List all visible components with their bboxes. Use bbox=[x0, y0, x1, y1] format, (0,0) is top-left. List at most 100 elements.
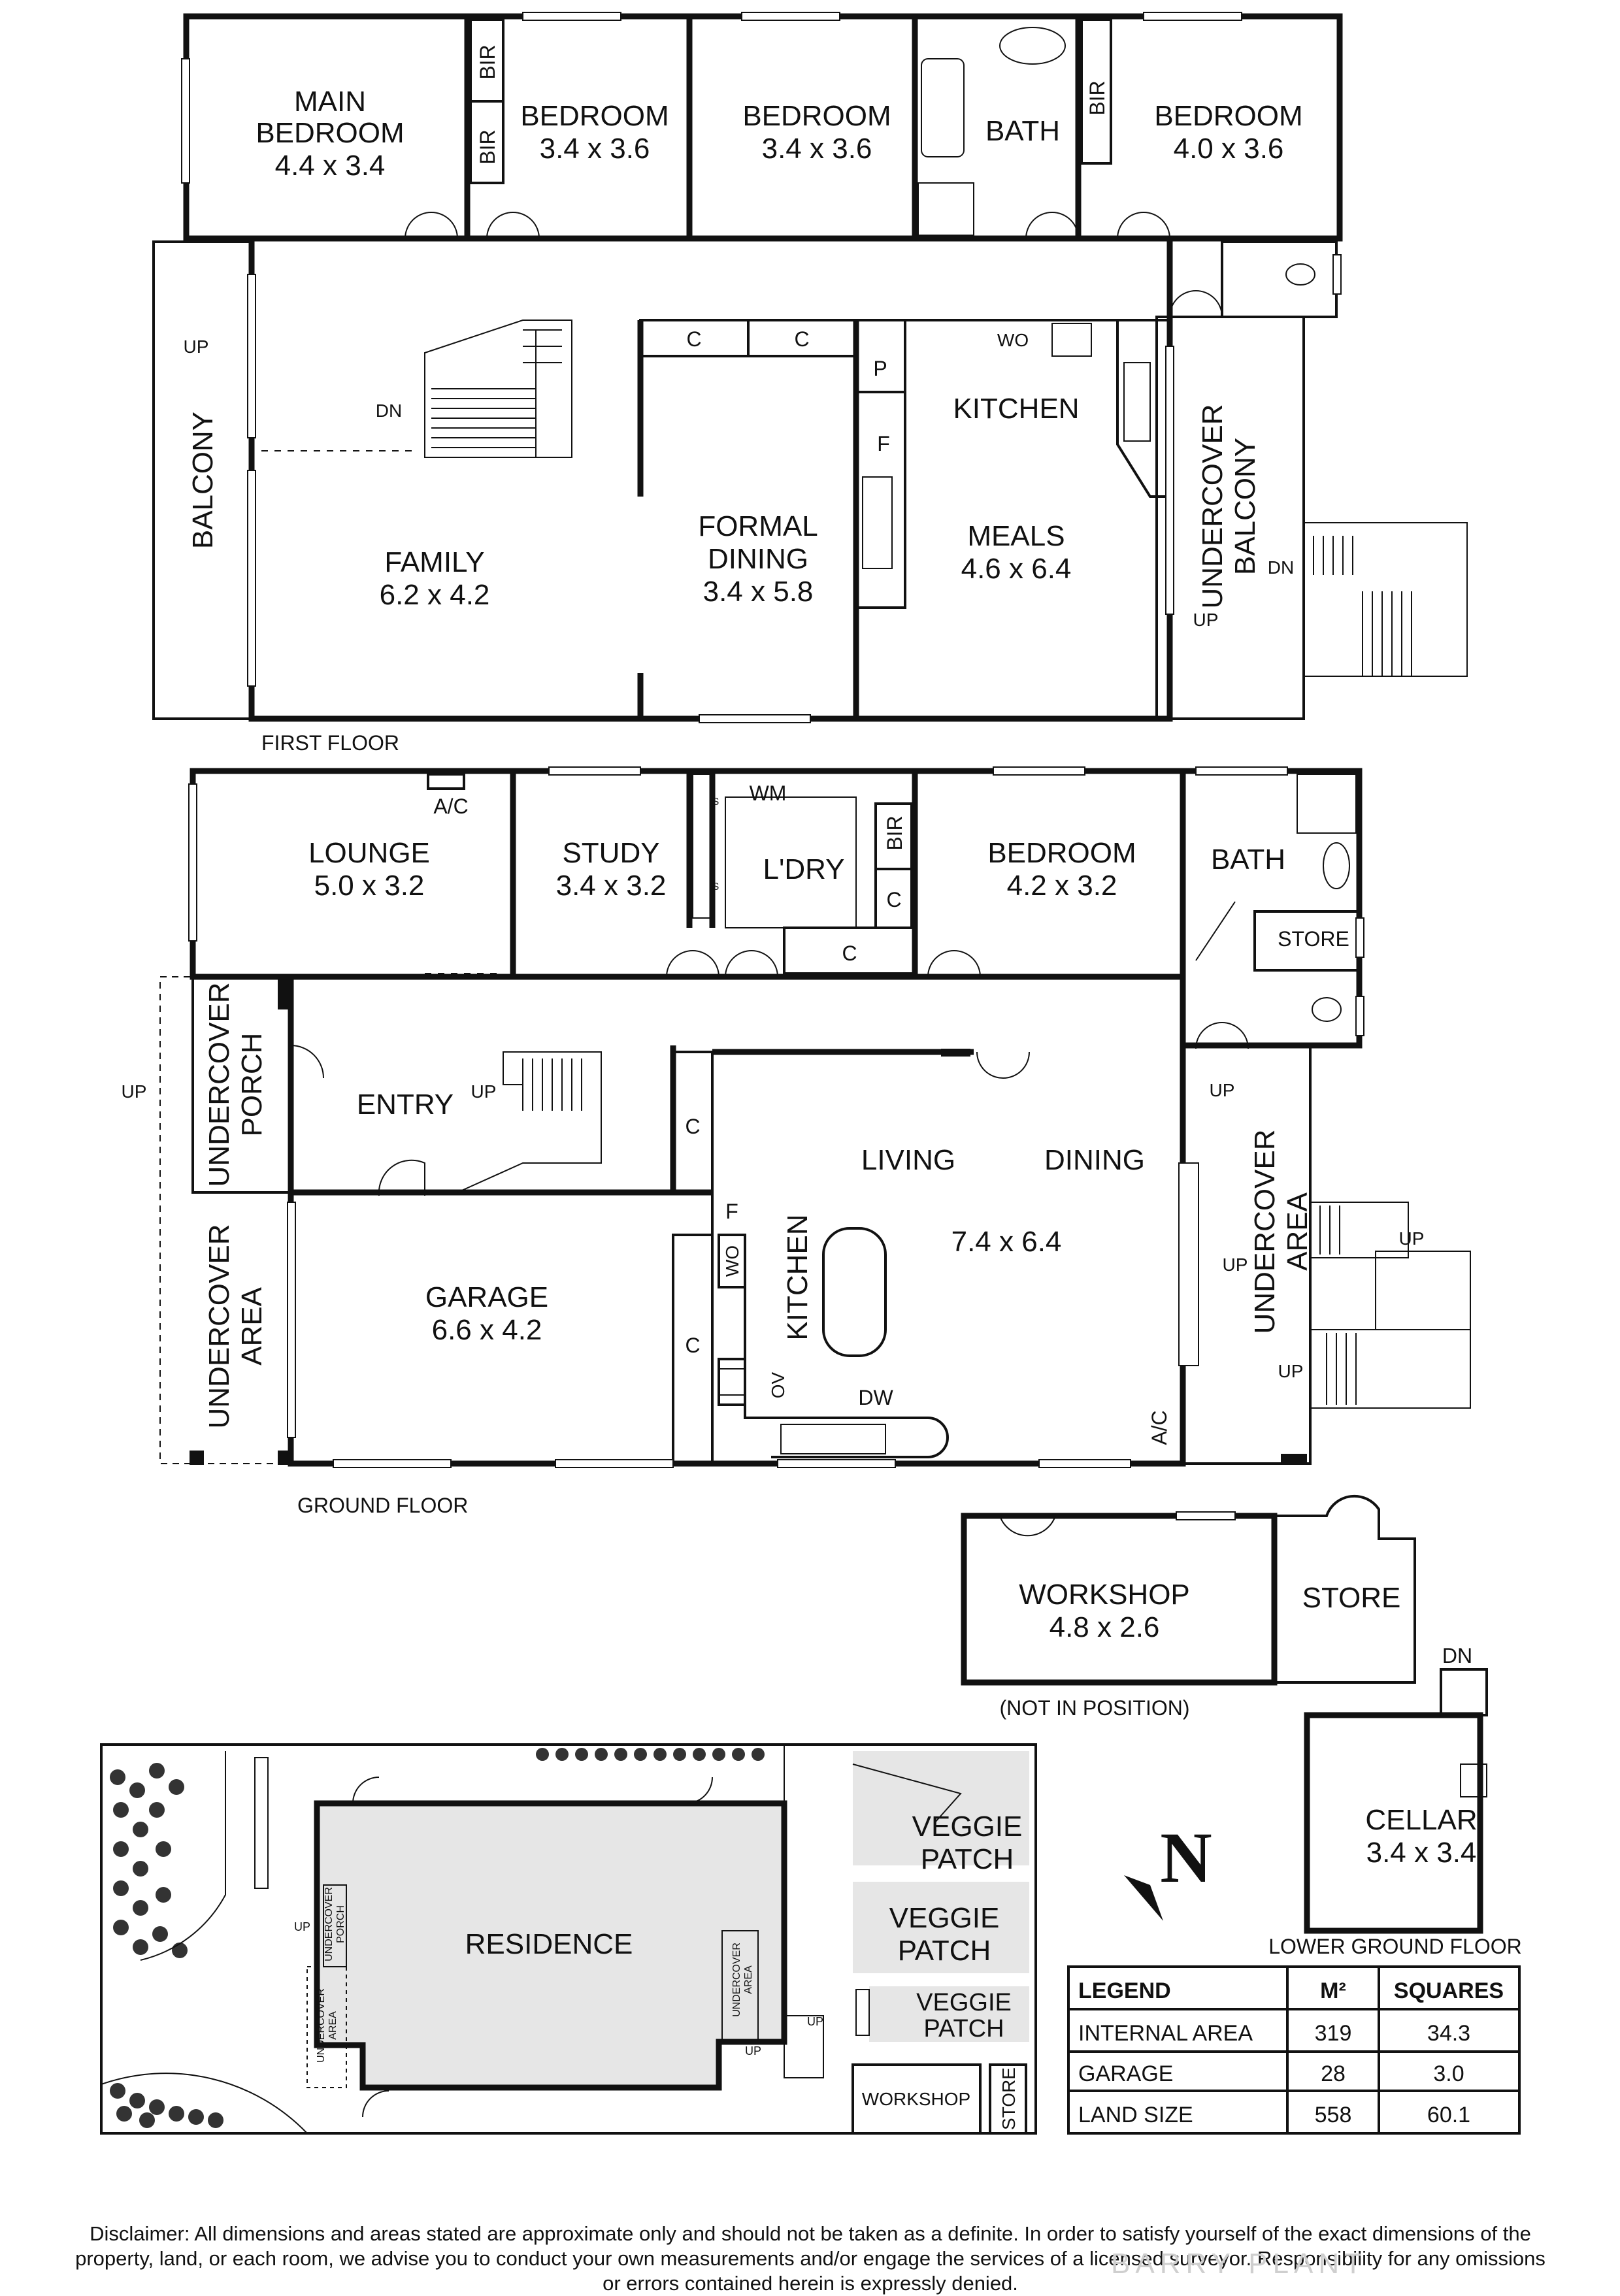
bir-label-1: BIR bbox=[476, 44, 499, 79]
legend-cell: 28 bbox=[1321, 2061, 1346, 2086]
legend-cell: LAND SIZE bbox=[1078, 2103, 1193, 2127]
cupboard-label-2: C bbox=[794, 327, 809, 351]
legend-header-cell: M² bbox=[1320, 1978, 1346, 2003]
legend-cell: 60.1 bbox=[1427, 2103, 1470, 2127]
ac-label-living: A/C bbox=[1148, 1410, 1171, 1445]
site-up-label-2: UP bbox=[807, 2015, 823, 2028]
living-dining-dim: 7.4 x 6.4 bbox=[951, 1226, 1062, 1258]
up-label-side-door: UP bbox=[1210, 1080, 1235, 1100]
bedroom-3-label: BEDROOM bbox=[742, 100, 891, 132]
site-area-right-label-1: UNDERCOVER bbox=[731, 1943, 742, 2017]
garage-label: GARAGE bbox=[425, 1281, 548, 1313]
wall-oven-ground-label: WO bbox=[722, 1245, 742, 1277]
study-label: STUDY bbox=[562, 837, 659, 869]
veggie-patch-3-label-2: PATCH bbox=[923, 2015, 1004, 2042]
shelf-label-2: S bbox=[712, 881, 719, 893]
legend-cell: INTERNAL AREA bbox=[1078, 2021, 1253, 2046]
disclaimer-text: Disclaimer: All dimensions and areas sta… bbox=[75, 2222, 1546, 2295]
study-dim: 3.4 x 3.2 bbox=[556, 870, 667, 902]
workshop-dim: 4.8 x 2.6 bbox=[1050, 1611, 1160, 1643]
veggie-patch-1-label: VEGGIE bbox=[912, 1811, 1023, 1843]
bir-label-2: BIR bbox=[476, 129, 499, 164]
site-workshop-label: WORKSHOP bbox=[862, 2089, 970, 2109]
bedroom-4-dim: 4.0 x 3.6 bbox=[1174, 133, 1284, 165]
north-arrow-icon bbox=[1124, 1875, 1163, 1921]
garage-dim: 6.6 x 4.2 bbox=[432, 1314, 542, 1346]
up-label-stair-1: UP bbox=[1399, 1228, 1425, 1249]
ground-floor bbox=[159, 766, 1471, 1468]
site-up-label-3: UP bbox=[745, 2044, 761, 2058]
cupboard-ground-1: C bbox=[886, 888, 901, 911]
undercover-balcony-label: UNDERCOVER bbox=[1197, 404, 1229, 609]
up-label-entry: UP bbox=[471, 1081, 497, 1102]
legend-cell: 3.0 bbox=[1433, 2061, 1464, 2086]
undercover-area-right-label: UNDERCOVER bbox=[1249, 1130, 1281, 1334]
up-label-living: UP bbox=[1223, 1255, 1248, 1275]
not-in-position-label: (NOT IN POSITION) bbox=[1000, 1696, 1190, 1720]
dining-ground-label: DINING bbox=[1044, 1144, 1145, 1176]
kitchen-label-first: KITCHEN bbox=[953, 393, 1079, 425]
main-bedroom-label: MAIN bbox=[294, 86, 366, 118]
balcony-label: BALCONY bbox=[187, 412, 219, 549]
site-up-label-1: UP bbox=[294, 1920, 310, 1933]
undercover-porch-label-2: PORCH bbox=[236, 1033, 268, 1137]
outbuildings: WORKSHOP 4.8 x 2.6 STORE (NOT IN POSITIO… bbox=[961, 1494, 1416, 1720]
shelf-label-1: S bbox=[712, 796, 719, 808]
bedroom-4-label: BEDROOM bbox=[1154, 100, 1302, 132]
undercover-area-left-label: UNDERCOVER bbox=[203, 1224, 235, 1429]
site-store-label: STORE bbox=[999, 2067, 1019, 2130]
washing-machine-label: WM bbox=[750, 781, 787, 805]
lower-ground: DN CELLAR 3.4 x 3.4 LOWER GROUND FLOOR bbox=[1268, 1644, 1522, 1958]
up-label-stair-2: UP bbox=[1278, 1361, 1304, 1381]
site-area-left-label-2: AREA bbox=[327, 2011, 339, 2040]
bath-ground-label: BATH bbox=[1211, 844, 1285, 876]
cupboard-ground-2: C bbox=[842, 942, 857, 965]
bedroom-2-label: BEDROOM bbox=[520, 100, 669, 132]
legend-cell: 319 bbox=[1315, 2021, 1352, 2046]
lounge-label: LOUNGE bbox=[308, 837, 430, 869]
main-bedroom-label-2: BEDROOM bbox=[256, 117, 404, 149]
formal-dining-label-2: DINING bbox=[708, 543, 808, 575]
bir-ground-label: BIR bbox=[883, 815, 906, 850]
veggie-patch-2-label: VEGGIE bbox=[889, 1902, 1000, 1934]
legend-cell: GARAGE bbox=[1078, 2061, 1173, 2086]
ac-label-lounge: A/C bbox=[433, 795, 468, 818]
ground-floor-labels: LOUNGE 5.0 x 3.2 STUDY 3.4 x 3.2 L'DRY B… bbox=[122, 781, 1425, 1517]
legend-header-cell: SQUARES bbox=[1394, 1978, 1504, 2003]
undercover-balcony-label-2: BALCONY bbox=[1229, 438, 1261, 575]
bedroom-3-dim: 3.4 x 3.6 bbox=[762, 133, 872, 165]
veggie-patch-2-label-2: PATCH bbox=[898, 1935, 991, 1967]
site-porch-label-1: UNDERCOVER bbox=[323, 1887, 335, 1961]
entry-label: ENTRY bbox=[357, 1089, 454, 1121]
store-ground-label: STORE bbox=[1278, 927, 1349, 951]
wall-oven-label-first: WO bbox=[997, 330, 1029, 350]
pantry-label: P bbox=[873, 357, 887, 380]
site-porch-label-2: PORCH bbox=[335, 1905, 346, 1943]
legend-cell: 558 bbox=[1315, 2103, 1352, 2127]
cellar-label: CELLAR bbox=[1365, 1804, 1477, 1836]
bir-label-3: BIR bbox=[1085, 80, 1109, 115]
lower-ground-floor-label: LOWER GROUND FLOOR bbox=[1268, 1935, 1522, 1958]
bedroom-ground-dim: 4.2 x 3.2 bbox=[1007, 870, 1117, 902]
veggie-patch-3-label: VEGGIE bbox=[916, 1989, 1012, 2016]
dishwasher-label: DW bbox=[858, 1386, 893, 1409]
family-dim: 6.2 x 4.2 bbox=[380, 579, 490, 611]
bedroom-ground-label: BEDROOM bbox=[987, 837, 1136, 869]
cupboard-ground-4: C bbox=[685, 1334, 700, 1357]
family-label: FAMILY bbox=[384, 546, 484, 578]
veggie-patch-1-label-2: PATCH bbox=[921, 1843, 1014, 1875]
legend-header-cell: LEGEND bbox=[1078, 1978, 1171, 2003]
first-floor-labels: MAIN BEDROOM 4.4 x 3.4 BEDROOM 3.4 x 3.6… bbox=[184, 44, 1303, 755]
legend-cell: 34.3 bbox=[1427, 2021, 1470, 2046]
first-floor bbox=[152, 12, 1468, 723]
main-bedroom-dim: 4.4 x 3.4 bbox=[275, 150, 386, 182]
first-floor-label: FIRST FLOOR bbox=[261, 731, 399, 755]
cupboard-label-1: C bbox=[686, 327, 701, 351]
brand-watermark: BARRY PLANT bbox=[1111, 2248, 1368, 2280]
bedroom-2-dim: 3.4 x 3.6 bbox=[540, 133, 650, 165]
site-area-right-label-2: AREA bbox=[743, 1965, 754, 1994]
oven-ground-label: OV bbox=[768, 1371, 788, 1398]
up-label-porch: UP bbox=[122, 1081, 147, 1102]
meals-dim: 4.6 x 6.4 bbox=[961, 553, 1072, 585]
